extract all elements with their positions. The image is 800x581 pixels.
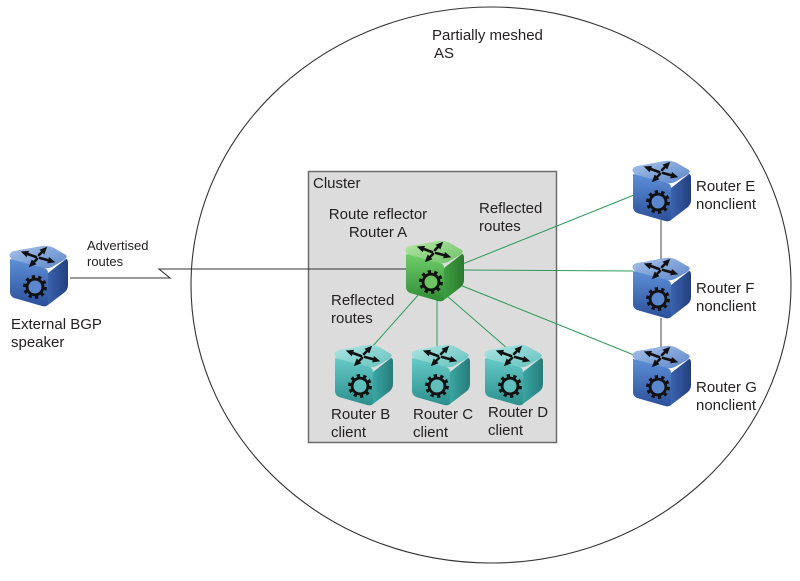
as-title: Partially meshed AS — [432, 27, 543, 63]
arrows-icon — [495, 345, 531, 367]
reflected-routes-lower-line-1: Reflected — [331, 292, 395, 309]
arrows-icon — [345, 345, 381, 367]
router-b-label: Router B client — [331, 406, 390, 442]
router-a-label-line-1: Route reflector — [328, 206, 428, 223]
router-ext-icon — [9, 245, 68, 307]
reflected-routes-upper-line-1: Reflected — [479, 200, 543, 217]
reflected-routes-upper-label: Reflected routes — [479, 200, 542, 236]
router-a-icon — [405, 240, 464, 302]
arrows-icon — [20, 246, 56, 268]
router-f-icon — [632, 257, 691, 319]
router-c-icon — [411, 344, 470, 406]
advertised-routes-line-2: routes — [87, 254, 124, 269]
arrows-icon — [416, 241, 452, 263]
router-e-label-line-2: nonclient — [696, 196, 757, 213]
router-d-label-line-2: client — [488, 422, 524, 439]
external-bgp-speaker-label: External BGP speaker — [11, 316, 102, 352]
link-a-e — [459, 194, 635, 266]
advertised-routes-line-1: Advertised — [87, 238, 149, 253]
as-title-line-2: AS — [434, 45, 455, 62]
router-e-label-line-1: Router E — [696, 178, 756, 195]
link-ext-a — [70, 268, 406, 279]
router-g-label: Router G nonclient — [696, 379, 757, 415]
router-d-icon — [484, 344, 543, 406]
arrows-icon — [643, 346, 679, 368]
link-a-f — [461, 269, 634, 272]
advertised-routes-label: Advertised routes — [87, 238, 148, 270]
router-c-label-line-2: client — [413, 424, 449, 441]
arrows-icon — [643, 258, 679, 280]
external-bgp-label-line-2: speaker — [11, 334, 65, 351]
cluster-label: Cluster — [313, 175, 361, 192]
reflected-routes-upper-line-2: routes — [479, 218, 521, 235]
router-c-label: Router C client — [413, 406, 473, 442]
as-title-line-1: Partially meshed — [432, 27, 543, 44]
reflected-routes-lower-label: Reflected routes — [331, 292, 394, 328]
reflected-routes-lower-line-2: routes — [331, 310, 373, 327]
router-e-icon — [632, 160, 691, 222]
arrows-icon — [643, 161, 679, 183]
link-a-b — [371, 292, 421, 348]
router-b-icon — [334, 344, 393, 406]
arrows-icon — [422, 345, 458, 367]
router-g-icon — [632, 345, 691, 407]
router-e-label: Router E nonclient — [696, 178, 756, 214]
router-d-label: Router D client — [488, 404, 548, 440]
router-f-label: Router F nonclient — [696, 280, 756, 316]
router-a-label-line-2: Router A — [348, 224, 408, 241]
router-b-label-line-2: client — [331, 424, 367, 441]
link-a-d — [445, 294, 509, 350]
router-g-label-line-2: nonclient — [696, 397, 757, 414]
link-a-g — [459, 284, 635, 356]
router-d-label-line-1: Router D — [488, 404, 549, 421]
router-g-label-line-1: Router G — [696, 379, 757, 396]
as-boundary-ellipse — [190, 6, 792, 564]
router-b-label-line-1: Router B — [331, 406, 391, 423]
router-a-label: Route reflector Router A — [318, 206, 438, 242]
external-bgp-label-line-1: External BGP — [11, 316, 102, 333]
router-f-label-line-2: nonclient — [696, 298, 757, 315]
router-f-label-line-1: Router F — [696, 280, 755, 297]
router-c-label-line-1: Router C — [413, 406, 474, 423]
